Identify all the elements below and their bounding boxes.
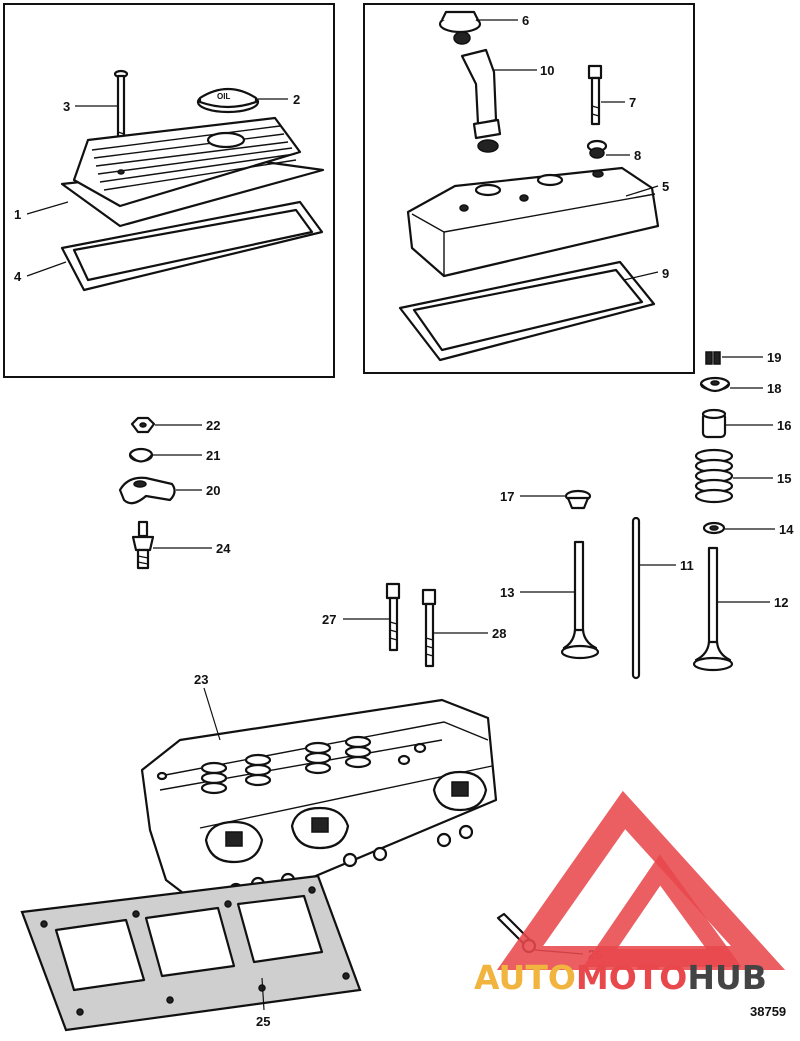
part-1-valve-cover-finned [60,116,325,228]
part-7-bolt [587,64,603,126]
part-15-valve-spring [694,448,734,504]
callout-21: 21 [206,448,220,463]
callout-17: 17 [500,489,514,504]
callout-10: 10 [540,63,554,78]
part-10-breather-tube [460,48,502,153]
callout-20: 20 [206,483,220,498]
part-12-valve [692,546,734,672]
part-25-head-gasket [20,874,362,1032]
part-23-cylinder-head [140,698,498,920]
callout-1: 1 [14,207,21,222]
callout-11: 11 [680,558,694,573]
part-16-oil-shield [701,408,727,439]
callout-12: 12 [774,595,788,610]
callout-6: 6 [522,13,529,28]
part-13-valve [560,540,600,660]
watermark-text: AUTOMOTOHUB [474,958,767,997]
callout-5: 5 [662,179,669,194]
part-11-pushrod [631,516,641,680]
leader-1 [26,201,69,215]
watermark-part-c: HUB [687,958,767,997]
part-20-rocker-arm [118,476,176,505]
part-18-spring-retainer [699,376,731,393]
callout-3: 3 [63,99,70,114]
callout-27: 27 [322,612,336,627]
leader-4 [26,261,67,277]
callout-14: 14 [779,522,794,537]
callout-24: 24 [216,541,231,556]
callout-23: 23 [194,672,208,687]
part-24-rocker-stud [131,520,155,570]
part-22-nut [130,416,156,434]
oil-cap-label: OIL [217,92,230,101]
part-9-gasket-right [398,260,656,362]
part-4-gasket-left [60,200,324,292]
leader-9 [623,271,659,281]
part-21-pivot-ball [128,447,154,463]
leader-5 [625,185,659,197]
part-5-valve-cover-plain [406,166,660,278]
callout-18: 18 [767,381,781,396]
callout-19: 19 [767,350,781,365]
part-8-grommet [586,139,608,159]
callout-8: 8 [634,148,641,163]
callout-25: 25 [256,1014,270,1029]
callout-7: 7 [629,95,636,110]
drawing-number: 38759 [750,1004,786,1019]
part-2-oil-cap: OIL [196,87,260,114]
leader-23 [203,687,221,741]
right-panel-frame [363,3,695,374]
part-17-valve-seal [564,489,592,510]
leader-25 [261,977,265,1011]
watermark-part-b: MOTO [576,958,687,997]
part-19-valve-keepers [705,351,721,365]
callout-4: 4 [14,269,22,284]
callout-13: 13 [500,585,514,600]
part-6-filler-cap [438,10,482,45]
part-27-head-bolt [385,582,401,652]
left-panel-frame [3,3,335,378]
callout-15: 15 [777,471,791,486]
callout-2: 2 [293,92,300,107]
callout-9: 9 [662,266,669,281]
part-28-head-bolt [421,588,437,668]
watermark-logo-triangle [496,790,786,970]
watermark-part-a: AUTO [474,958,576,997]
automotohub-watermark: AUTOMOTOHUB [474,790,786,997]
part-14-washer [702,521,726,535]
callout-22: 22 [206,418,220,433]
callout-16: 16 [777,418,791,433]
callout-28: 28 [492,626,506,641]
